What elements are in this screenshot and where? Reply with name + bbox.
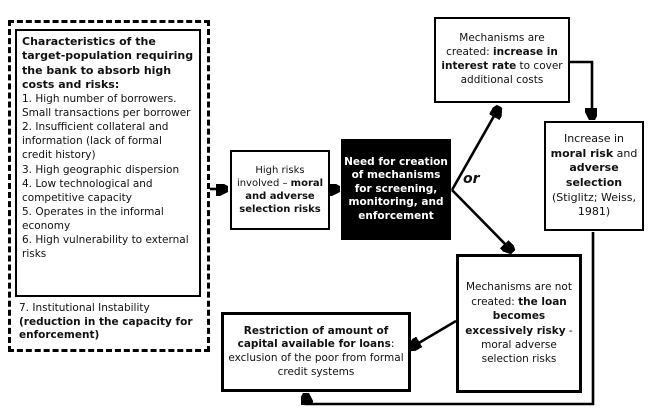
notcreated-text-bold: the loan becomes excessively risky	[465, 295, 567, 337]
note7-text: 7. Institutional Instability	[19, 302, 150, 314]
arrow-need-to-notcreated	[451, 189, 511, 250]
increase-text-post: (Stiglitz; Weiss, 1981)	[551, 190, 637, 219]
increase-text-pre: Increase in	[563, 132, 625, 146]
high-risks-bold-text: moral and adverse selection risks	[239, 178, 324, 215]
need-mechanisms-text: Need for creation of mechanisms for scre…	[344, 155, 448, 222]
arrow-need-to-created	[450, 109, 498, 191]
characteristic-item: 4. Low technological and competitive cap…	[22, 177, 153, 204]
characteristic-item: 3. High geographic dispersion	[22, 163, 180, 176]
created-text-bold: increase in interest rate	[441, 46, 558, 72]
mechanisms-created-box: Mechanisms are created: increase in inte…	[434, 17, 570, 103]
characteristic-item: 1. High number of borrowers. Small trans…	[22, 93, 191, 120]
need-mechanisms-box: Need for creation of mechanisms for scre…	[341, 139, 451, 240]
characteristic-item: 6. High vulnerability to external risks	[22, 233, 189, 260]
arrow-created-to-increase	[570, 60, 592, 117]
arrow-notcreated-to-restriction	[412, 319, 457, 347]
characteristic-item: 5. Operates in the informal economy	[22, 205, 164, 232]
notcreated-text-post: - moral adverse selection risks	[481, 324, 573, 366]
increase-text-bold2: adverse selection	[565, 161, 623, 189]
mechanisms-not-created-box: Mechanisms are not created: the loan bec…	[456, 254, 582, 393]
characteristic-item: 2. Insufficient collateral and informati…	[22, 121, 169, 162]
restriction-text-bold: Restriction of amount of capital availab…	[237, 324, 391, 351]
notcreated-text-pre: Mechanisms are not created:	[466, 281, 572, 308]
moral-risk-increase-box: Increase in moral risk and adverse selec…	[544, 121, 644, 231]
or-label: or	[463, 171, 480, 187]
created-text-post: to cover additional costs	[460, 60, 563, 86]
institutional-instability-note: 7. Institutional Instability (reduction …	[19, 302, 201, 343]
created-text-pre: Mechanisms are created:	[446, 32, 545, 59]
note7-bold-text: (reduction in the capacity for enforceme…	[19, 315, 193, 342]
capital-restriction-box: Restriction of amount of capital availab…	[221, 312, 411, 392]
high-risks-box: High risks involved – moral and adverse …	[230, 150, 330, 230]
increase-text-mid: and	[613, 146, 638, 160]
restriction-text-post: : exclusion of the poor from formal cred…	[228, 338, 404, 378]
characteristics-heading: Characteristics of the target-population…	[22, 35, 194, 91]
increase-text-bold1: moral risk	[550, 146, 614, 160]
characteristics-box: Characteristics of the target-population…	[15, 29, 201, 297]
high-risks-text: High risks involved –	[236, 165, 305, 189]
arrow-increase-to-restriction	[306, 232, 595, 406]
